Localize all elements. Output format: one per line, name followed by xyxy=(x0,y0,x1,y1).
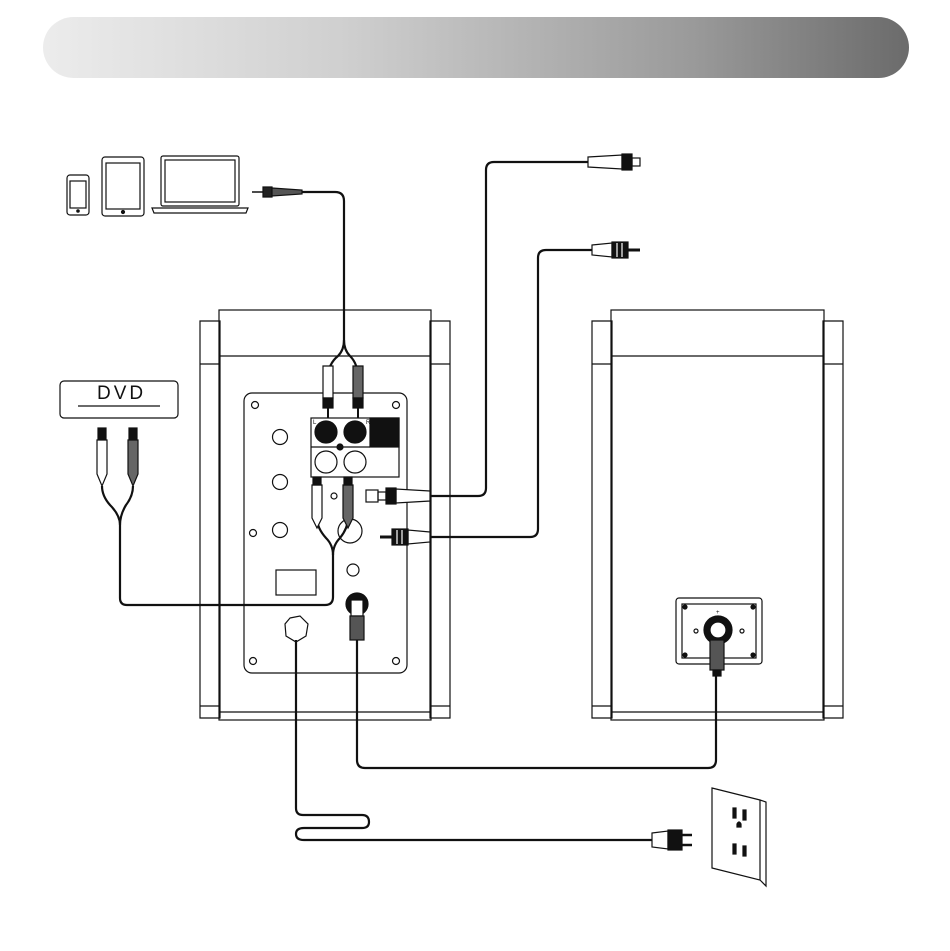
laptop-icon xyxy=(152,156,248,213)
optical-cable xyxy=(378,154,640,504)
dvd-rca-cable xyxy=(97,428,353,605)
rca-left-label: L xyxy=(313,420,317,426)
left-speaker-back-panel: L R xyxy=(244,393,407,673)
input-plate-mark: + xyxy=(716,610,720,616)
speaker-link-cable xyxy=(350,600,716,768)
aux-cable xyxy=(252,187,358,378)
power-cord xyxy=(296,640,652,840)
treble-knob xyxy=(273,523,288,538)
tablet-icon xyxy=(102,157,144,216)
right-speaker-input-plate: + xyxy=(676,598,762,676)
rating-label xyxy=(276,570,316,595)
dvd-label: DVD xyxy=(97,383,146,404)
dvd-player-icon: DVD xyxy=(60,381,178,418)
volume-knob xyxy=(273,430,288,445)
power-socket xyxy=(285,616,308,642)
aux-input-r xyxy=(344,421,366,443)
smartphone-icon xyxy=(67,175,89,215)
optical-input xyxy=(366,490,378,502)
power-plug-icon xyxy=(652,830,692,850)
line-input-r xyxy=(344,451,366,473)
aux-input-l xyxy=(315,421,337,443)
bass-knob xyxy=(273,475,288,490)
rca-right-label: R xyxy=(366,420,371,426)
line-input-l xyxy=(315,451,337,473)
wall-outlet-icon xyxy=(712,788,766,886)
speaker-out-small xyxy=(347,564,359,576)
aux-rca-plugs xyxy=(323,366,363,418)
